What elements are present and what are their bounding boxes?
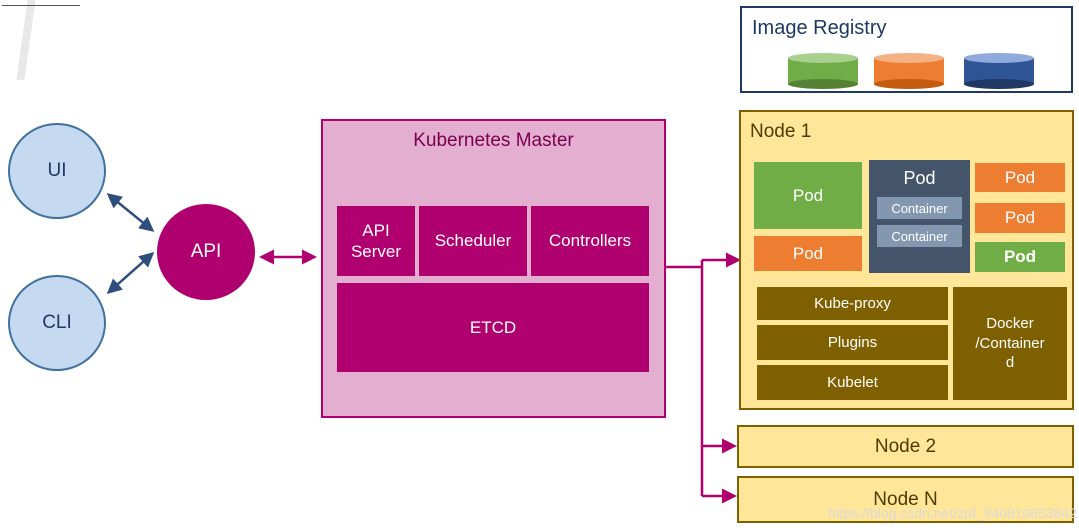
registry-databases [788, 53, 1034, 89]
container-box: Container [877, 225, 962, 247]
pod-label: Pod [792, 185, 824, 205]
ui-api-arrow [106, 193, 155, 232]
watermark: https://blog.csdn.net/zpf_940810653842 [827, 505, 1077, 521]
pod-orange-right-2: Pod [975, 203, 1065, 233]
plugins-label: Plugins [827, 333, 878, 351]
pod-label: Pod [1004, 167, 1036, 187]
kubelet-box: Kubelet [757, 365, 948, 400]
pod-green-large: Pod [754, 162, 862, 229]
node-1: Node 1 Pod Pod Pod Container Container P… [739, 110, 1074, 410]
api-server-box: API Server [337, 206, 415, 276]
node-2: Node 2 [737, 425, 1074, 468]
kube-proxy-label: Kube-proxy [814, 294, 891, 312]
database-icon-blue [964, 53, 1034, 89]
image-registry: Image Registry [740, 6, 1073, 93]
pod-orange-right-1: Pod [975, 163, 1065, 192]
etcd-label: ETCD [469, 317, 517, 337]
kubernetes-master: Kubernetes Master API Server Scheduler C… [321, 119, 666, 418]
plugins-box: Plugins [757, 325, 948, 360]
pod-label: Pod [792, 243, 824, 263]
pod-label: Pod [1004, 208, 1036, 227]
ui-label: UI [47, 160, 67, 181]
scheduler-box: Scheduler [419, 206, 527, 276]
node-1-title: Node 1 [750, 121, 812, 142]
database-icon-green [788, 53, 858, 89]
master-title: Kubernetes Master [413, 130, 574, 151]
scheduler-label: Scheduler [434, 231, 512, 251]
pod-with-containers: Pod Container Container [869, 160, 970, 273]
pod-label: Pod [903, 167, 936, 188]
container-box: Container [877, 197, 962, 219]
api-label: API [190, 241, 222, 262]
docker-label: Docker /Container d [975, 315, 1045, 372]
pod-label: Pod [1003, 247, 1037, 266]
database-icon-orange [874, 53, 944, 89]
kubelet-label: Kubelet [827, 373, 878, 391]
pod-orange-left: Pod [754, 236, 862, 271]
cli-label: CLI [42, 312, 72, 333]
controllers-label: Controllers [548, 231, 632, 251]
cli-api-arrow [106, 252, 155, 294]
api-server-label: API Server [350, 220, 402, 261]
pod-green-right: Pod [975, 242, 1065, 272]
cli-client: CLI [8, 275, 106, 371]
ui-client: UI [8, 123, 106, 219]
controllers-box: Controllers [531, 206, 649, 276]
etcd-box: ETCD [337, 283, 649, 372]
api-node: API [157, 204, 255, 300]
node-n: Node N [737, 476, 1074, 523]
top-left-rule [2, 5, 80, 6]
node-n-title: Node N [873, 488, 938, 510]
registry-title: Image Registry [752, 17, 887, 39]
node-2-title: Node 2 [874, 435, 937, 457]
docker-box: Docker /Container d [953, 287, 1067, 400]
kube-proxy-box: Kube-proxy [757, 287, 948, 320]
